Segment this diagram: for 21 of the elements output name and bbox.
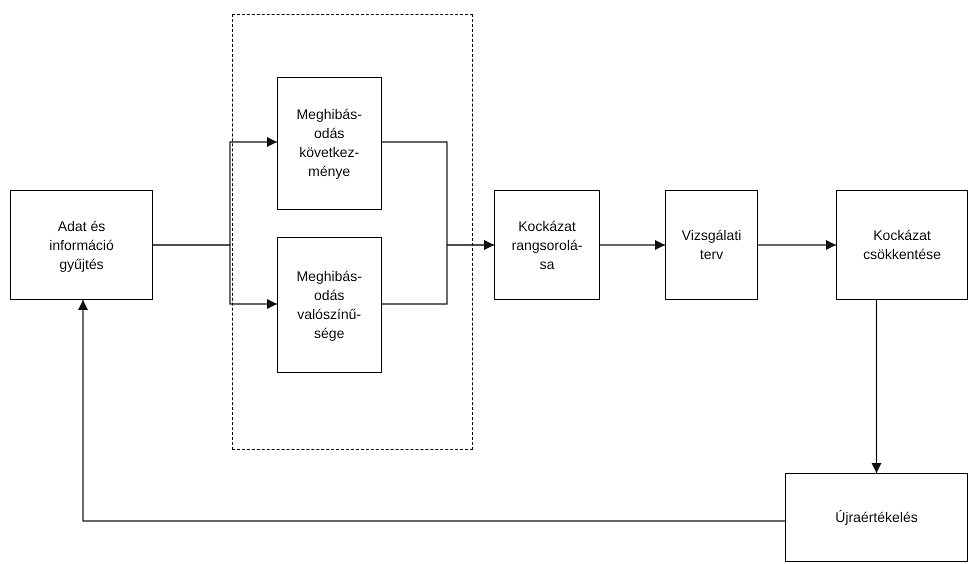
arrow — [600, 240, 665, 250]
node-label: Újraértékelés — [834, 508, 919, 527]
node-label: Kockázat csökkentése — [862, 226, 942, 264]
dashed-group-box — [232, 14, 473, 450]
arrow — [382, 240, 494, 305]
node-label: Kockázat rangsorolá- sa — [510, 216, 584, 274]
process-box — [836, 190, 968, 300]
arrow — [78, 300, 785, 522]
arrow — [758, 240, 836, 250]
process-box — [494, 190, 600, 300]
process-box — [276, 76, 382, 210]
node-label: Meghibás- odás valószínű- sége — [296, 266, 363, 343]
arrow — [153, 244, 277, 309]
node-label: Vizsgálati terv — [680, 226, 742, 264]
process-box — [10, 190, 153, 300]
node-label: Meghibás- odás következ- ménye — [296, 105, 363, 182]
process-box — [276, 236, 382, 373]
arrow — [872, 300, 882, 473]
process-box — [665, 190, 758, 300]
node-label: Adat és információ gyűjtés — [48, 216, 115, 274]
process-box — [785, 473, 968, 562]
